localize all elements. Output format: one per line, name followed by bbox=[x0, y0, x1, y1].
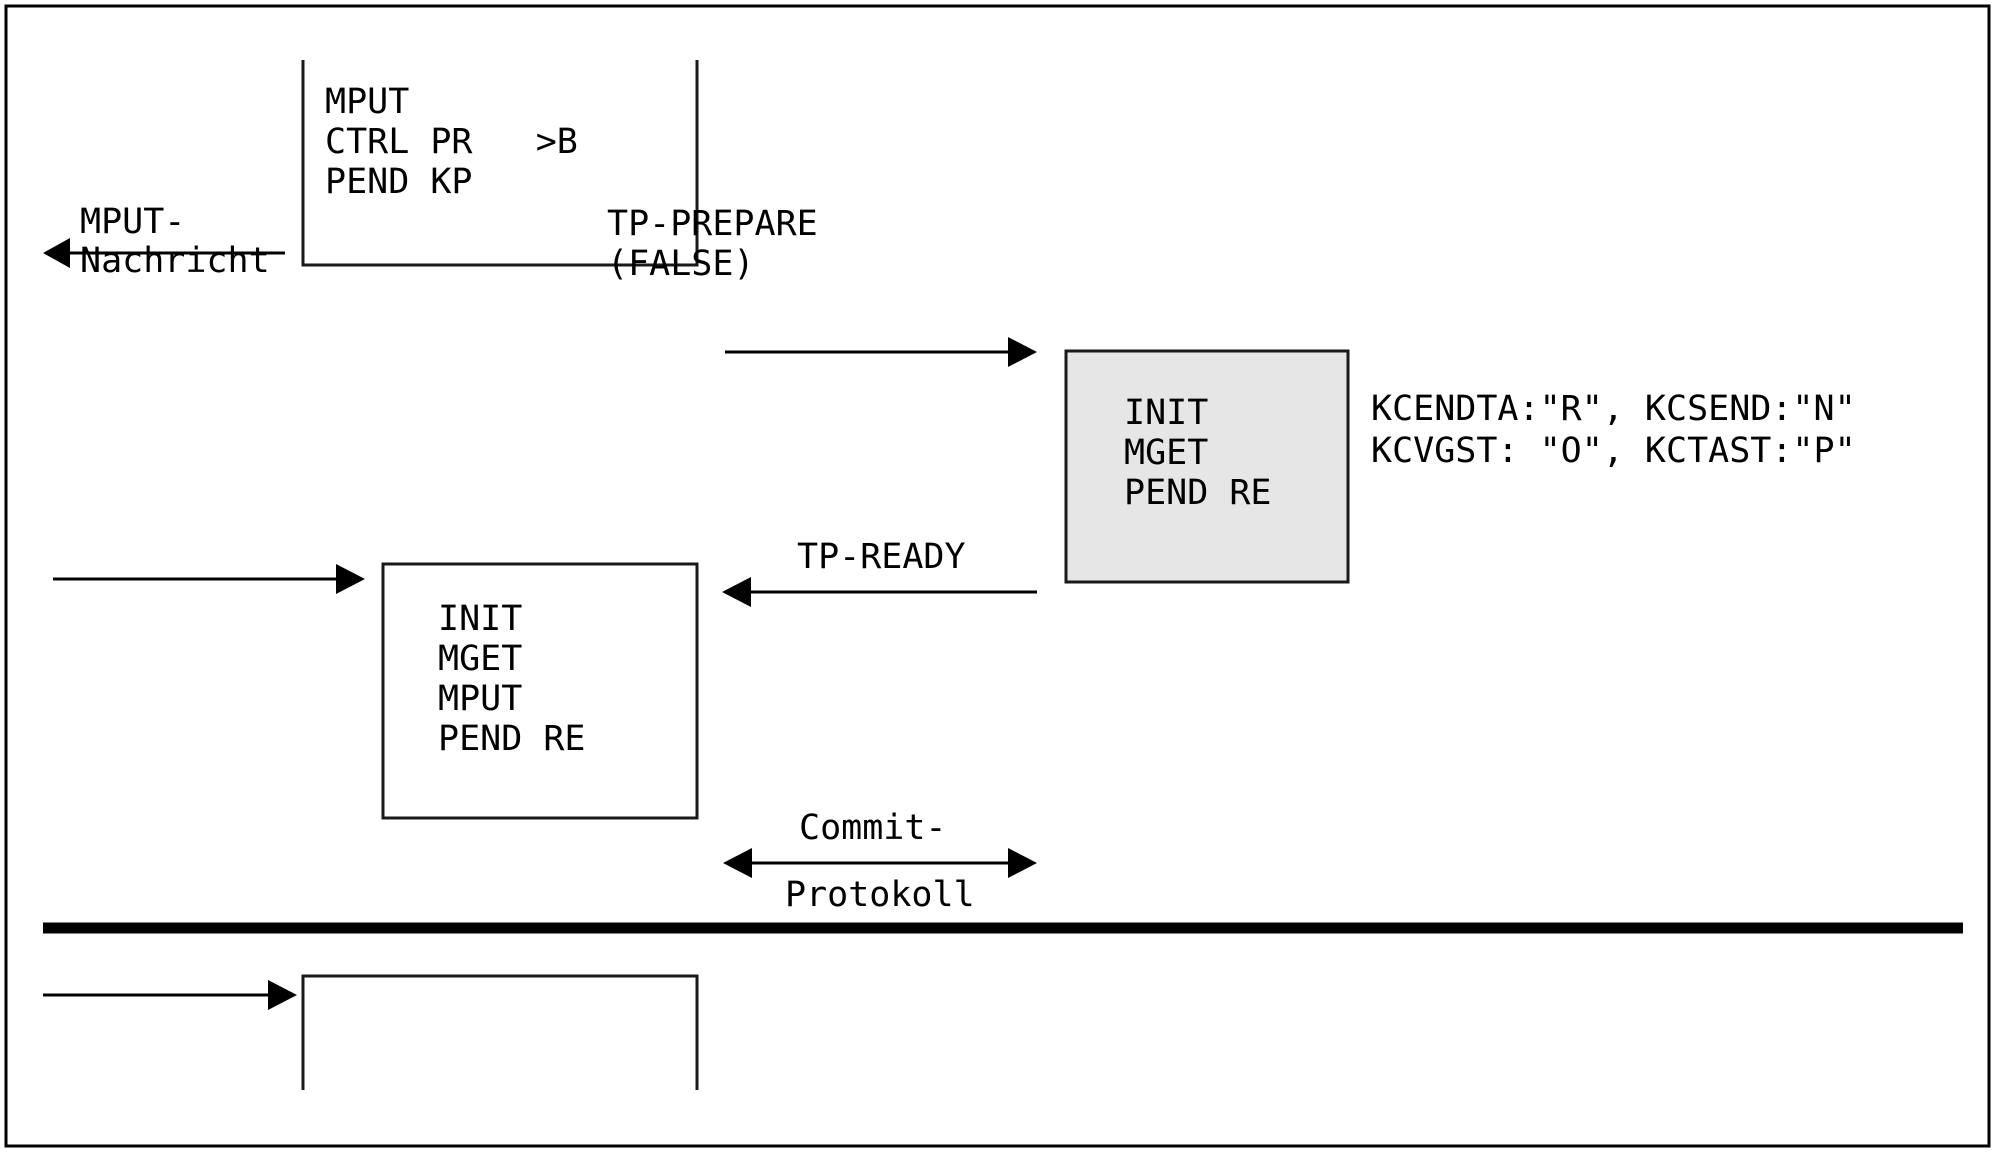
tp-prepare-label-line1: TP-PREPARE bbox=[607, 204, 818, 244]
init-mget-pendre-box bbox=[1064, 349, 1350, 584]
mput-message-label-line2: Nachricht bbox=[80, 241, 270, 281]
commit-protokoll-arrowhead-left bbox=[723, 848, 752, 878]
tp-ready-arrowhead bbox=[722, 577, 751, 607]
kc-status-line1: KCENDTA:"R", KCSEND:"N" bbox=[1371, 389, 1856, 429]
init-mget-mput-pendre-box-line2: MGET bbox=[438, 639, 522, 679]
init-mget-mput-pendre-box-line4: PEND RE bbox=[438, 719, 586, 759]
tp-ready-label: TP-READY bbox=[797, 537, 966, 577]
mput-ctrl-box-line1: MPUT bbox=[325, 82, 409, 122]
bottom-empty-box-right bbox=[553, 974, 699, 1090]
commit-protokoll-arrowhead-right bbox=[1008, 848, 1037, 878]
init-mget-pendre-box-line2: MGET bbox=[1124, 433, 1208, 473]
tp-prepare-label-line2: (FALSE) bbox=[607, 244, 755, 284]
mput-message-label-line1: MPUT- bbox=[80, 202, 185, 242]
init-mget-mput-pendre-box bbox=[381, 562, 699, 820]
bottom-empty-box-left bbox=[301, 974, 553, 1090]
init-mget-pendre-box-line3: PEND RE bbox=[1124, 473, 1272, 513]
init-mget-pendre-box-line1: INIT bbox=[1124, 393, 1208, 433]
init-mget-mput-pendre-box-line3: MPUT bbox=[438, 679, 522, 719]
input-arrow-middle-arrowhead bbox=[336, 564, 365, 594]
mput-ctrl-box-line2: CTRL PR >B bbox=[325, 122, 578, 162]
init-mget-mput-pendre-box-line1: INIT bbox=[438, 599, 522, 639]
mput-ctrl-box-left bbox=[301, 60, 553, 267]
commit-protokoll-label-line1: Commit- bbox=[799, 808, 947, 848]
outer-frame bbox=[4, 4, 1991, 1148]
commit-protokoll-label-line2: Protokoll bbox=[785, 875, 975, 915]
kc-status-line2: KCVGST: "O", KCTAST:"P" bbox=[1371, 431, 1856, 471]
tp-prepare-arrowhead bbox=[1008, 337, 1037, 367]
input-arrow-bottom-arrowhead bbox=[268, 980, 297, 1010]
mput-ctrl-box-line3: PEND KP bbox=[325, 162, 473, 202]
mput-message-arrowhead bbox=[43, 238, 70, 268]
mput-ctrl-box-right bbox=[553, 60, 699, 267]
